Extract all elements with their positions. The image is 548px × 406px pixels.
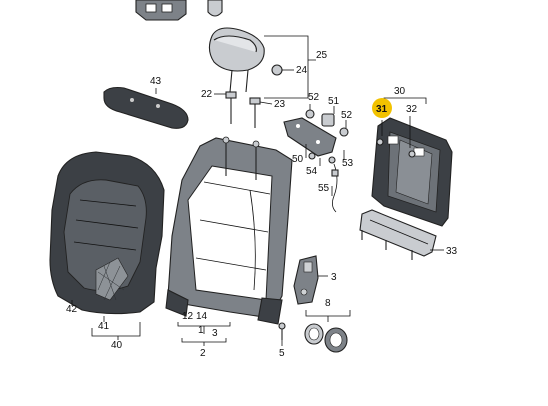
label-1: 1 xyxy=(198,325,204,336)
adjuster-mechanism-part xyxy=(293,255,319,305)
label-40: 40 xyxy=(111,340,123,351)
label-41: 41 xyxy=(98,321,110,332)
pad-part xyxy=(103,86,189,129)
bearing-rings-part xyxy=(304,323,348,353)
label-42: 42 xyxy=(66,304,78,315)
seat-frame-part xyxy=(165,136,293,325)
label-12: 12 xyxy=(182,311,194,322)
label-5: 5 xyxy=(279,348,285,359)
label-31: 31 xyxy=(376,104,388,115)
trim-strip-part xyxy=(359,209,437,260)
label-25: 25 xyxy=(316,50,328,61)
label-43: 43 xyxy=(150,76,162,87)
backrest-panel-part xyxy=(371,117,453,227)
top-pin-part xyxy=(207,0,223,17)
callout-labels: 25 24 43 22 23 52 51 52 50 53 54 55 30 3… xyxy=(66,50,458,359)
label-23: 23 xyxy=(274,99,286,110)
bracket-assembly-part xyxy=(283,109,349,213)
label-50: 50 xyxy=(292,154,304,165)
top-bracket-part xyxy=(135,0,187,21)
label-3-frame: 3 xyxy=(212,328,218,339)
label-51: 51 xyxy=(328,96,340,107)
leader-lines xyxy=(71,35,444,346)
label-2: 2 xyxy=(200,348,206,359)
label-3-mech: 3 xyxy=(331,272,337,283)
label-53: 53 xyxy=(342,158,354,169)
label-52-top: 52 xyxy=(308,92,320,103)
label-14: 14 xyxy=(196,311,208,322)
screw-part xyxy=(278,322,286,340)
headrest-part xyxy=(208,27,265,93)
guide-pin-23 xyxy=(249,97,261,128)
label-54: 54 xyxy=(306,166,318,177)
label-52-right: 52 xyxy=(341,110,353,121)
label-30: 30 xyxy=(394,86,406,97)
label-33: 33 xyxy=(446,246,458,257)
label-22: 22 xyxy=(201,89,213,100)
label-24: 24 xyxy=(296,65,308,76)
label-32: 32 xyxy=(406,104,418,115)
seat-cover-part xyxy=(49,151,165,315)
label-8: 8 xyxy=(325,298,331,309)
label-55: 55 xyxy=(318,183,330,194)
highlight-badge xyxy=(372,98,392,118)
guide-pin-22 xyxy=(225,91,237,124)
headrest-guide-part xyxy=(271,64,283,76)
